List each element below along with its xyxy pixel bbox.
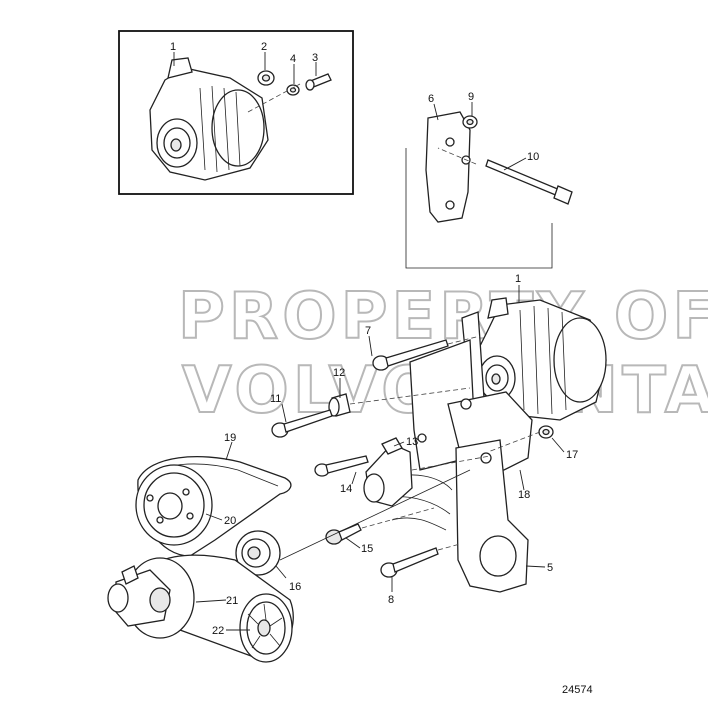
- inset-washer: [286, 84, 300, 96]
- leader-lines: [195, 102, 565, 631]
- callout-14: 14: [340, 483, 352, 495]
- upper-bracket: [405, 111, 553, 269]
- bolt-14: [314, 455, 369, 477]
- callout-17: 17: [566, 449, 578, 461]
- inset-callout-2: 2: [261, 41, 267, 53]
- nut-17: [538, 425, 554, 439]
- bolt-8: [380, 547, 439, 578]
- inset-frame: [118, 30, 354, 195]
- bolt-7: [372, 339, 449, 371]
- callout-8: 8: [388, 594, 394, 606]
- callout-9: 9: [468, 91, 474, 103]
- callout-7: 7: [365, 325, 371, 337]
- inset-callout-4: 4: [290, 53, 296, 65]
- callout-15: 15: [361, 543, 373, 555]
- callout-5: 5: [547, 562, 553, 574]
- spacer-12: [328, 393, 351, 417]
- callout-13: 13: [406, 436, 418, 448]
- inset-alternator: [149, 57, 269, 181]
- callout-16: 16: [289, 581, 301, 593]
- water-pump: [107, 557, 195, 639]
- callout-20: 20: [224, 515, 236, 527]
- tensioner-13: [363, 437, 413, 507]
- bolt-15: [325, 523, 362, 545]
- inset-screw: [305, 73, 332, 91]
- inset-callout-3: 3: [312, 52, 318, 64]
- inset-callout-1: 1: [170, 41, 176, 53]
- callout-10: 10: [527, 151, 539, 163]
- idler-pulley-16: [235, 530, 281, 576]
- inset-nut: [257, 70, 275, 86]
- nut-9: [462, 115, 478, 129]
- callout-11: 11: [270, 393, 281, 405]
- callout-22: 22: [212, 625, 224, 637]
- callout-21: 21: [226, 595, 238, 607]
- inset-panel: 1 2 4 3: [118, 30, 354, 195]
- callout-6: 6: [428, 93, 434, 105]
- mounting-plate: [379, 311, 533, 593]
- bolt-11: [271, 409, 333, 438]
- drawing-number: 24574: [562, 684, 593, 696]
- callout-labels: 6 9 10 1 7 12 11 13 14 15 8 17 18 5 19 2…: [212, 91, 593, 696]
- crank-pulley-20: [135, 464, 213, 546]
- callout-1: 1: [515, 273, 521, 285]
- alignment-lines: [279, 147, 541, 561]
- callout-12: 12: [333, 367, 345, 379]
- callout-19: 19: [224, 432, 236, 444]
- callout-18: 18: [518, 489, 530, 501]
- main-alternator: [477, 297, 607, 421]
- pulley-22: [239, 593, 293, 663]
- long-bolt-10: [485, 159, 573, 205]
